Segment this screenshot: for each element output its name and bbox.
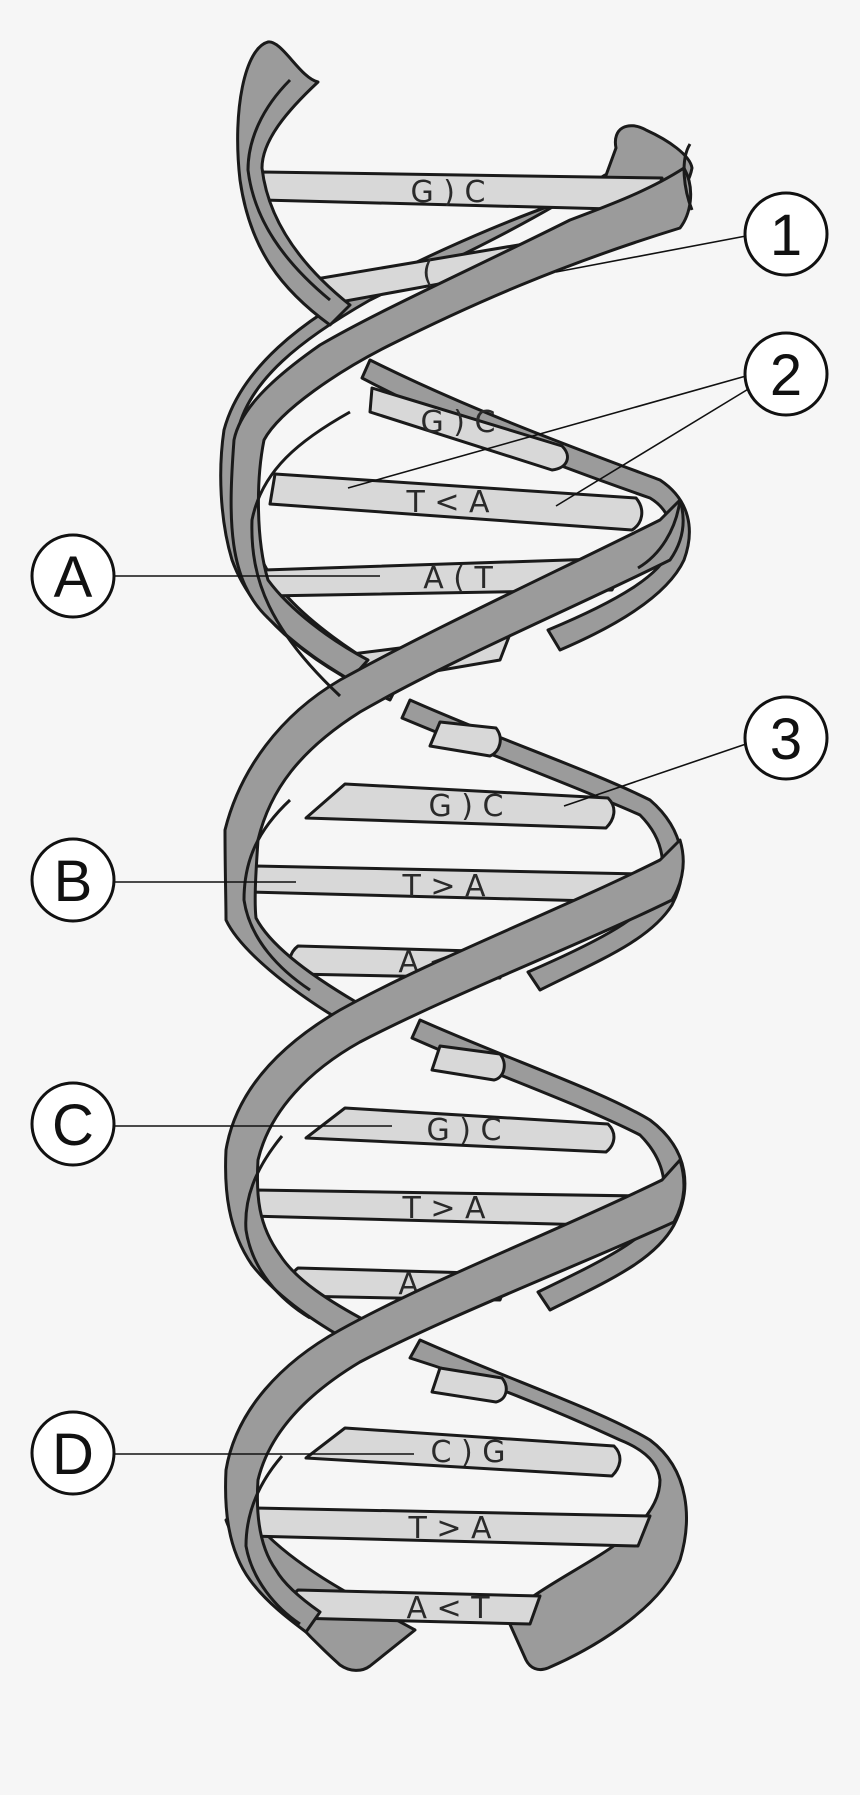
base-pair-label: G ) C <box>421 405 496 440</box>
base-pair-label: G ) C <box>427 1113 502 1148</box>
callout-label: 2 <box>770 343 802 408</box>
base-pair-label: C ) G <box>431 1435 506 1470</box>
base-pair-label: G ) C <box>429 789 504 824</box>
base-pair-label: A ( T <box>423 561 493 596</box>
callout-label: A <box>54 545 93 610</box>
base-pair-3: G ) C <box>370 388 567 470</box>
base-pair-label: T < A <box>405 485 490 520</box>
callout-1: 1 <box>745 193 827 275</box>
base-pair-7 <box>430 722 500 756</box>
callout-a: A <box>32 535 114 617</box>
base-pair-label: T > A <box>407 1511 492 1546</box>
callout-label: C <box>52 1093 94 1158</box>
callout-d: D <box>32 1412 114 1494</box>
base-pair-label: G ) C <box>411 175 486 210</box>
callout-label: B <box>54 849 93 914</box>
base-pair-label: T > A <box>401 1191 486 1226</box>
base-pair-16: C ) G <box>306 1428 620 1476</box>
base-pair-1: G ) C <box>258 172 663 210</box>
callout-label: 1 <box>770 203 802 268</box>
callout-3: 3 <box>745 697 827 779</box>
base-pair-label: ( <box>422 255 434 290</box>
base-pair-12: G ) C <box>306 1108 614 1152</box>
base-pair-8: G ) C <box>306 784 614 828</box>
base-pair-label: A < T <box>406 1591 490 1626</box>
callout-2: 2 <box>745 333 827 415</box>
base-pair-4: T < A <box>270 474 642 530</box>
callout-label: D <box>52 1422 94 1487</box>
callout-c: C <box>32 1083 114 1165</box>
callout-label: 3 <box>770 707 802 772</box>
base-pair-label: T > A <box>401 869 486 904</box>
callout-b: B <box>32 839 114 921</box>
base-pair-17: T > A <box>250 1508 650 1546</box>
